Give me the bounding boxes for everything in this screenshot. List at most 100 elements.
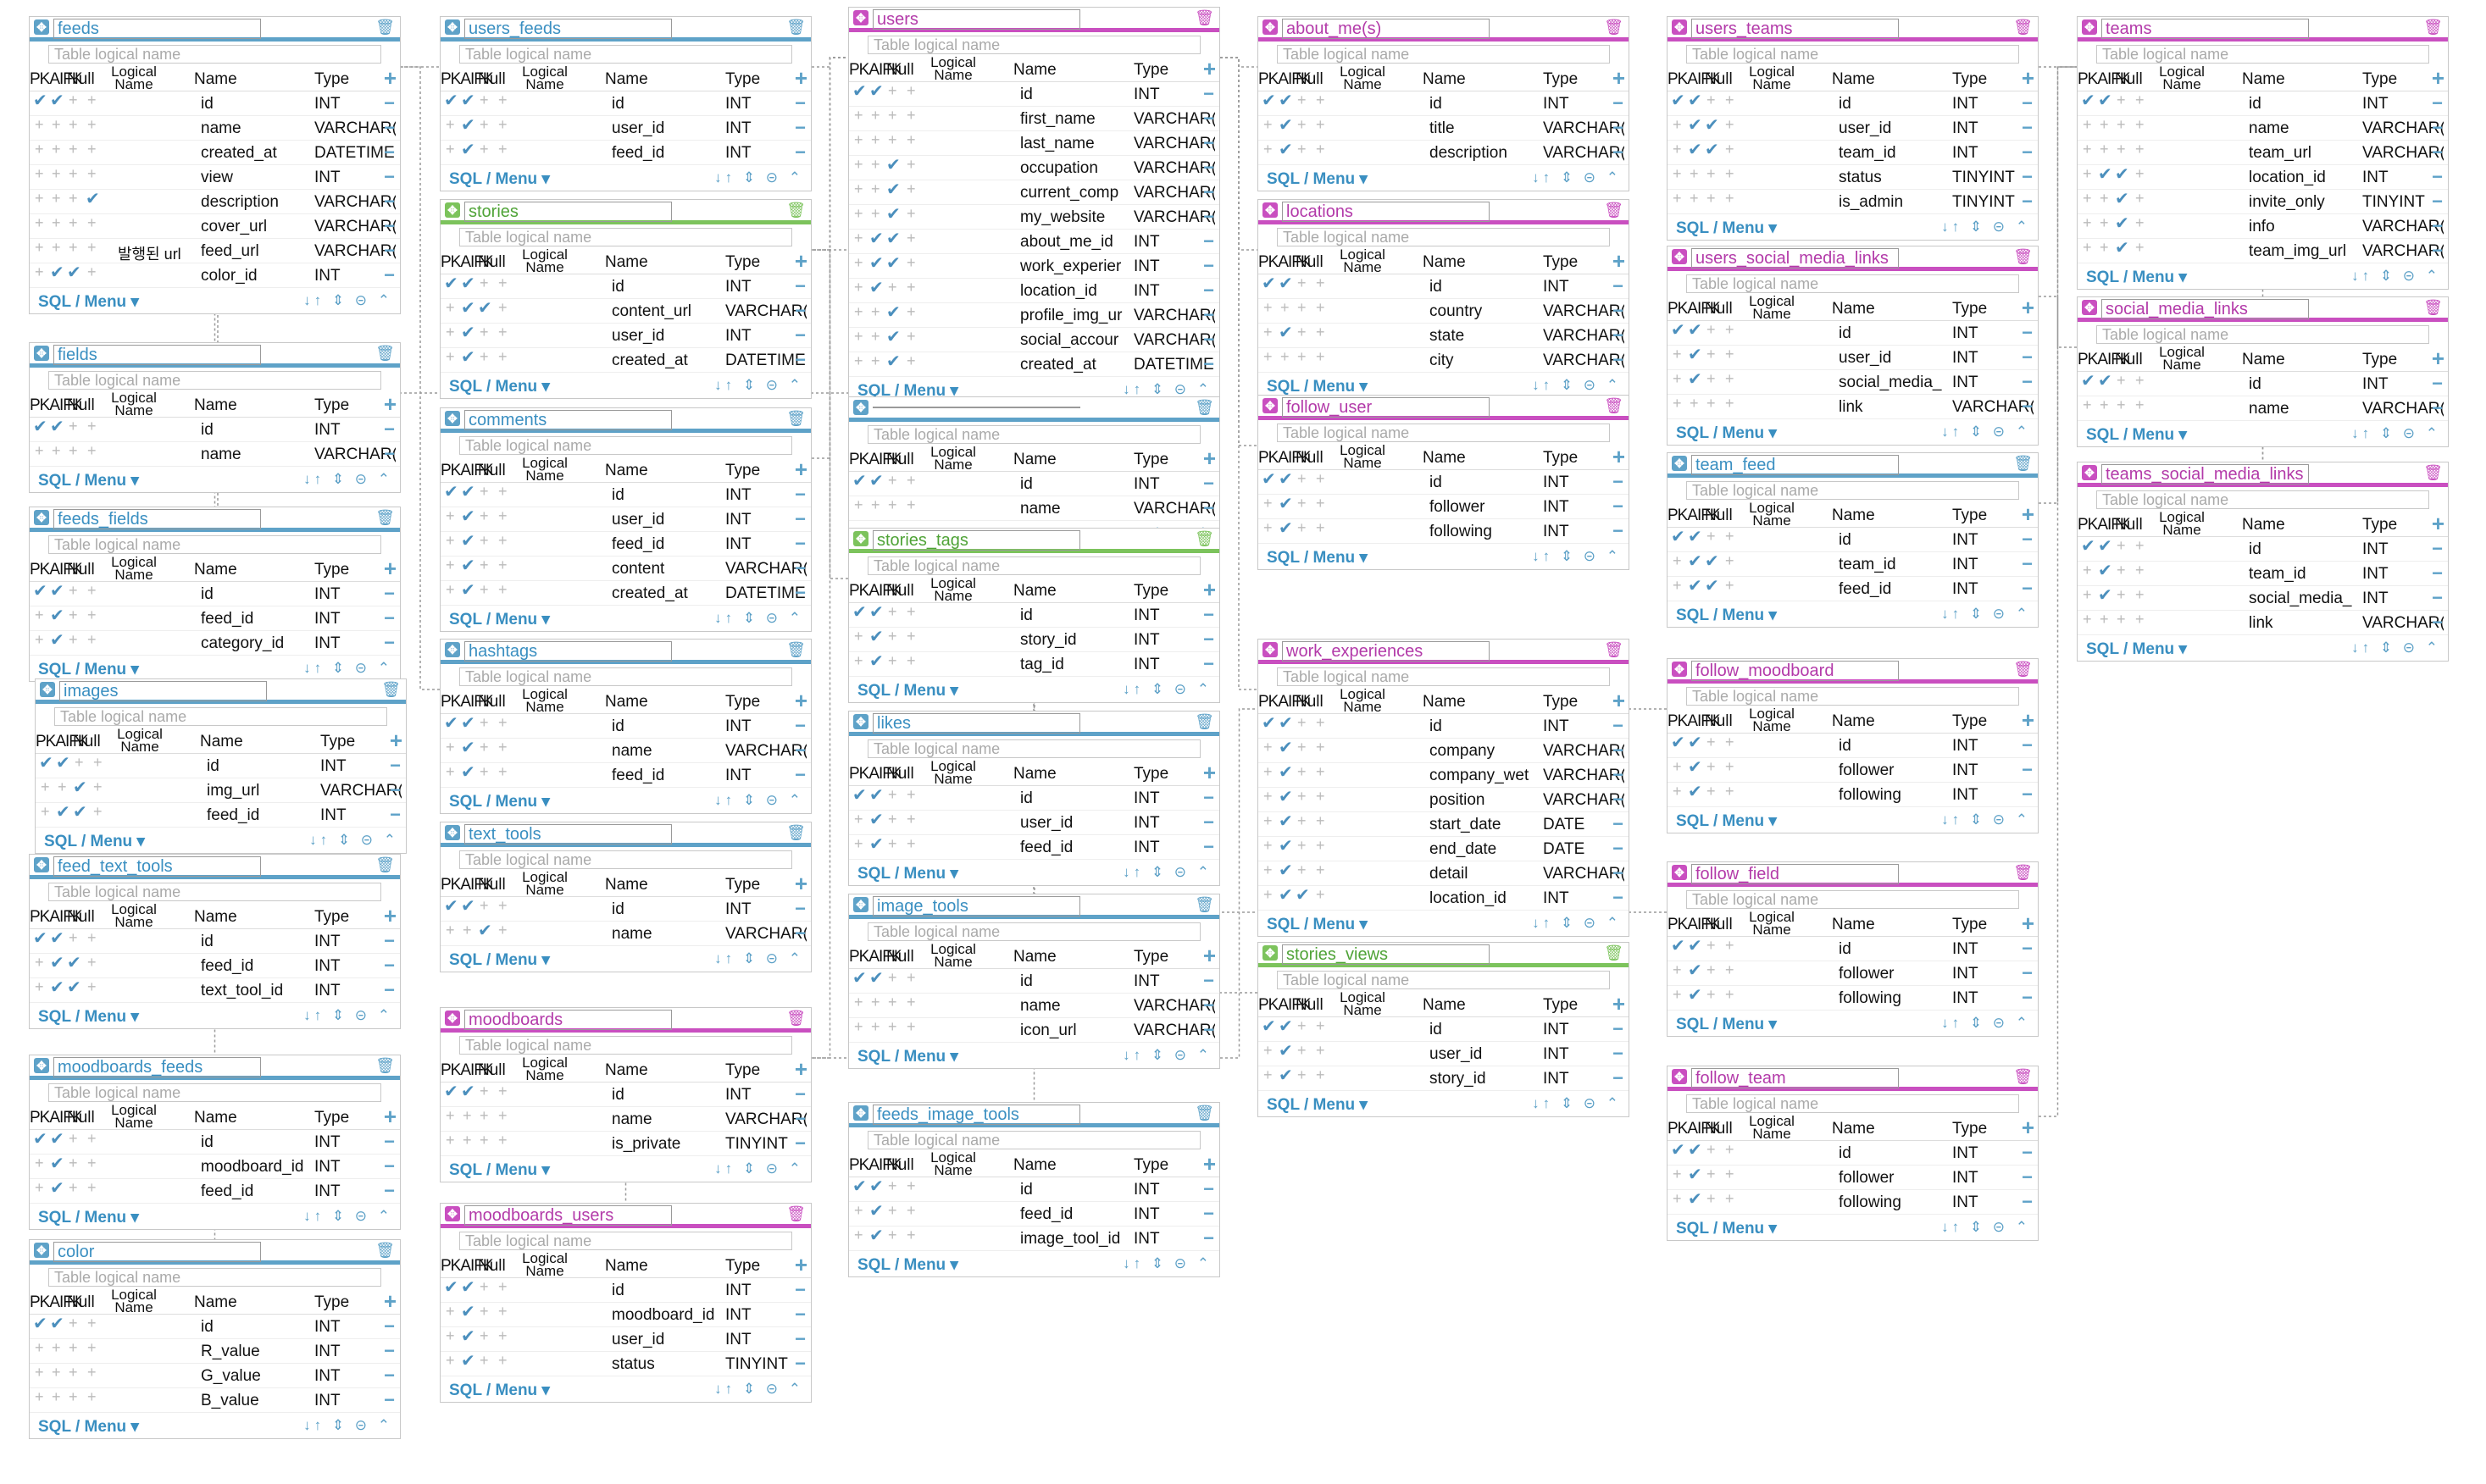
ai-checkbox[interactable] (869, 1200, 884, 1221)
move-icon[interactable]: ✥ (1672, 662, 1687, 677)
null-checkbox[interactable] (498, 324, 510, 341)
ai-checkbox[interactable] (869, 833, 884, 855)
minus-icon[interactable]: − (795, 1279, 806, 1300)
fk-checkbox[interactable] (67, 952, 81, 973)
fk-checkbox[interactable] (888, 107, 900, 125)
column-type[interactable]: INT (1134, 839, 1160, 856)
trash-icon[interactable]: 🗑 (1195, 896, 1214, 913)
null-checkbox[interactable] (1725, 190, 1737, 208)
column-type[interactable]: INT (725, 717, 752, 735)
ai-checkbox[interactable] (1280, 299, 1292, 317)
null-checkbox[interactable] (1725, 758, 1737, 776)
column-name[interactable]: current_comp (1020, 184, 1119, 202)
column-name[interactable]: company (1429, 742, 1495, 760)
sort-icon[interactable]: ↓↑ ⇕ ⊝ ⌃ (1123, 381, 1212, 397)
fk-checkbox[interactable] (2117, 372, 2128, 390)
minus-icon[interactable]: − (1612, 813, 1623, 834)
pk-checkbox[interactable] (446, 116, 458, 134)
ai-checkbox[interactable] (1279, 273, 1293, 294)
minus-icon[interactable]: − (2022, 578, 2033, 599)
column-type[interactable]: INT (1134, 972, 1160, 990)
table-logical-name-input[interactable]: Table logical name (1277, 45, 1610, 64)
column-row[interactable]: social_media_INT− (2078, 584, 2448, 611)
table-header[interactable]: ✥ color 🗑 (30, 1240, 400, 1265)
move-icon[interactable]: ✥ (2082, 465, 2097, 480)
minus-icon[interactable]: − (384, 1315, 395, 1337)
pk-checkbox[interactable] (446, 141, 458, 158)
minus-icon[interactable]: − (2022, 962, 2033, 983)
fk-checkbox[interactable] (888, 811, 900, 828)
column-type[interactable]: INT (1134, 656, 1160, 673)
column-name[interactable]: occupation (1020, 159, 1098, 177)
null-checkbox[interactable] (1316, 812, 1328, 830)
column-type[interactable]: DATETIME (1134, 356, 1214, 374)
column-name[interactable]: social_media_ (1839, 374, 1942, 391)
table-card-moodboards[interactable]: ✥ moodboards 🗑 Table logical name PKAIFK… (440, 1007, 812, 1182)
sql-menu-button[interactable]: SQL / Menu ▾ (1267, 378, 1368, 396)
column-name[interactable]: team_id (2249, 565, 2306, 583)
table-logical-name-input[interactable]: Table logical name (459, 45, 792, 64)
minus-icon[interactable]: − (2432, 92, 2443, 114)
column-name[interactable]: id (1429, 95, 1442, 113)
trash-icon[interactable]: 🗑 (375, 856, 395, 873)
ai-checkbox[interactable] (1279, 835, 1293, 856)
column-type[interactable]: INT (1134, 606, 1160, 624)
pk-checkbox[interactable] (35, 631, 47, 649)
move-icon[interactable]: ✥ (445, 19, 460, 35)
pk-checkbox[interactable] (446, 1352, 458, 1370)
table-logical-name-input[interactable]: Table logical name (54, 707, 387, 726)
move-icon[interactable]: ✥ (1672, 19, 1687, 35)
minus-icon[interactable]: − (2022, 396, 2033, 417)
sql-menu-button[interactable]: SQL / Menu ▾ (1676, 812, 1777, 830)
ai-checkbox[interactable] (1688, 551, 1702, 572)
column-name[interactable]: text_tool_id (201, 982, 284, 999)
fk-checkbox[interactable] (888, 969, 900, 987)
minus-icon[interactable]: − (384, 92, 395, 114)
table-logical-name-input[interactable]: Table logical name (459, 850, 792, 869)
column-type[interactable]: INT (1952, 1193, 1978, 1211)
move-icon[interactable]: ✥ (1672, 1069, 1687, 1084)
ai-checkbox[interactable] (50, 928, 64, 949)
column-type[interactable]: INT (1543, 278, 1569, 296)
fk-checkbox[interactable] (480, 1352, 491, 1370)
fk-checkbox[interactable] (1706, 528, 1718, 545)
trash-icon[interactable]: 🗑 (2013, 864, 2033, 881)
null-checkbox[interactable] (498, 507, 510, 525)
plus-icon[interactable]: + (1202, 1151, 1216, 1177)
pk-checkbox[interactable] (1263, 324, 1275, 341)
ai-checkbox[interactable] (1688, 756, 1702, 778)
null-checkbox[interactable] (87, 165, 99, 183)
fk-checkbox[interactable] (69, 214, 80, 232)
minus-icon[interactable]: − (384, 955, 395, 976)
null-checkbox[interactable] (1725, 986, 1737, 1004)
pk-checkbox[interactable] (2081, 370, 2095, 391)
column-type[interactable]: INT (1952, 965, 1978, 983)
null-checkbox[interactable] (907, 180, 918, 198)
sort-icon[interactable]: ↓↑ ⇕ ⊝ ⌃ (1941, 424, 2031, 440)
minus-icon[interactable]: − (1203, 1019, 1214, 1040)
null-checkbox[interactable] (498, 141, 510, 158)
pk-checkbox[interactable] (852, 967, 867, 988)
column-name[interactable]: created_at (612, 352, 688, 369)
pk-checkbox[interactable] (39, 752, 53, 773)
move-icon[interactable]: ✥ (853, 531, 868, 546)
column-name[interactable]: feed_id (612, 144, 665, 162)
column-name[interactable]: moodboard_id (201, 1158, 304, 1176)
null-checkbox[interactable] (87, 929, 99, 947)
minus-icon[interactable]: − (384, 418, 395, 440)
table-header[interactable]: ✥ moodboards 🗑 (441, 1008, 811, 1033)
ai-checkbox[interactable] (1688, 984, 1702, 1005)
pk-checkbox[interactable] (35, 214, 47, 232)
null-checkbox[interactable] (498, 1352, 510, 1370)
pk-checkbox[interactable] (1673, 116, 1684, 134)
ai-checkbox[interactable] (461, 530, 475, 551)
ai-checkbox[interactable] (2100, 396, 2111, 414)
minus-icon[interactable]: − (2432, 612, 2443, 633)
